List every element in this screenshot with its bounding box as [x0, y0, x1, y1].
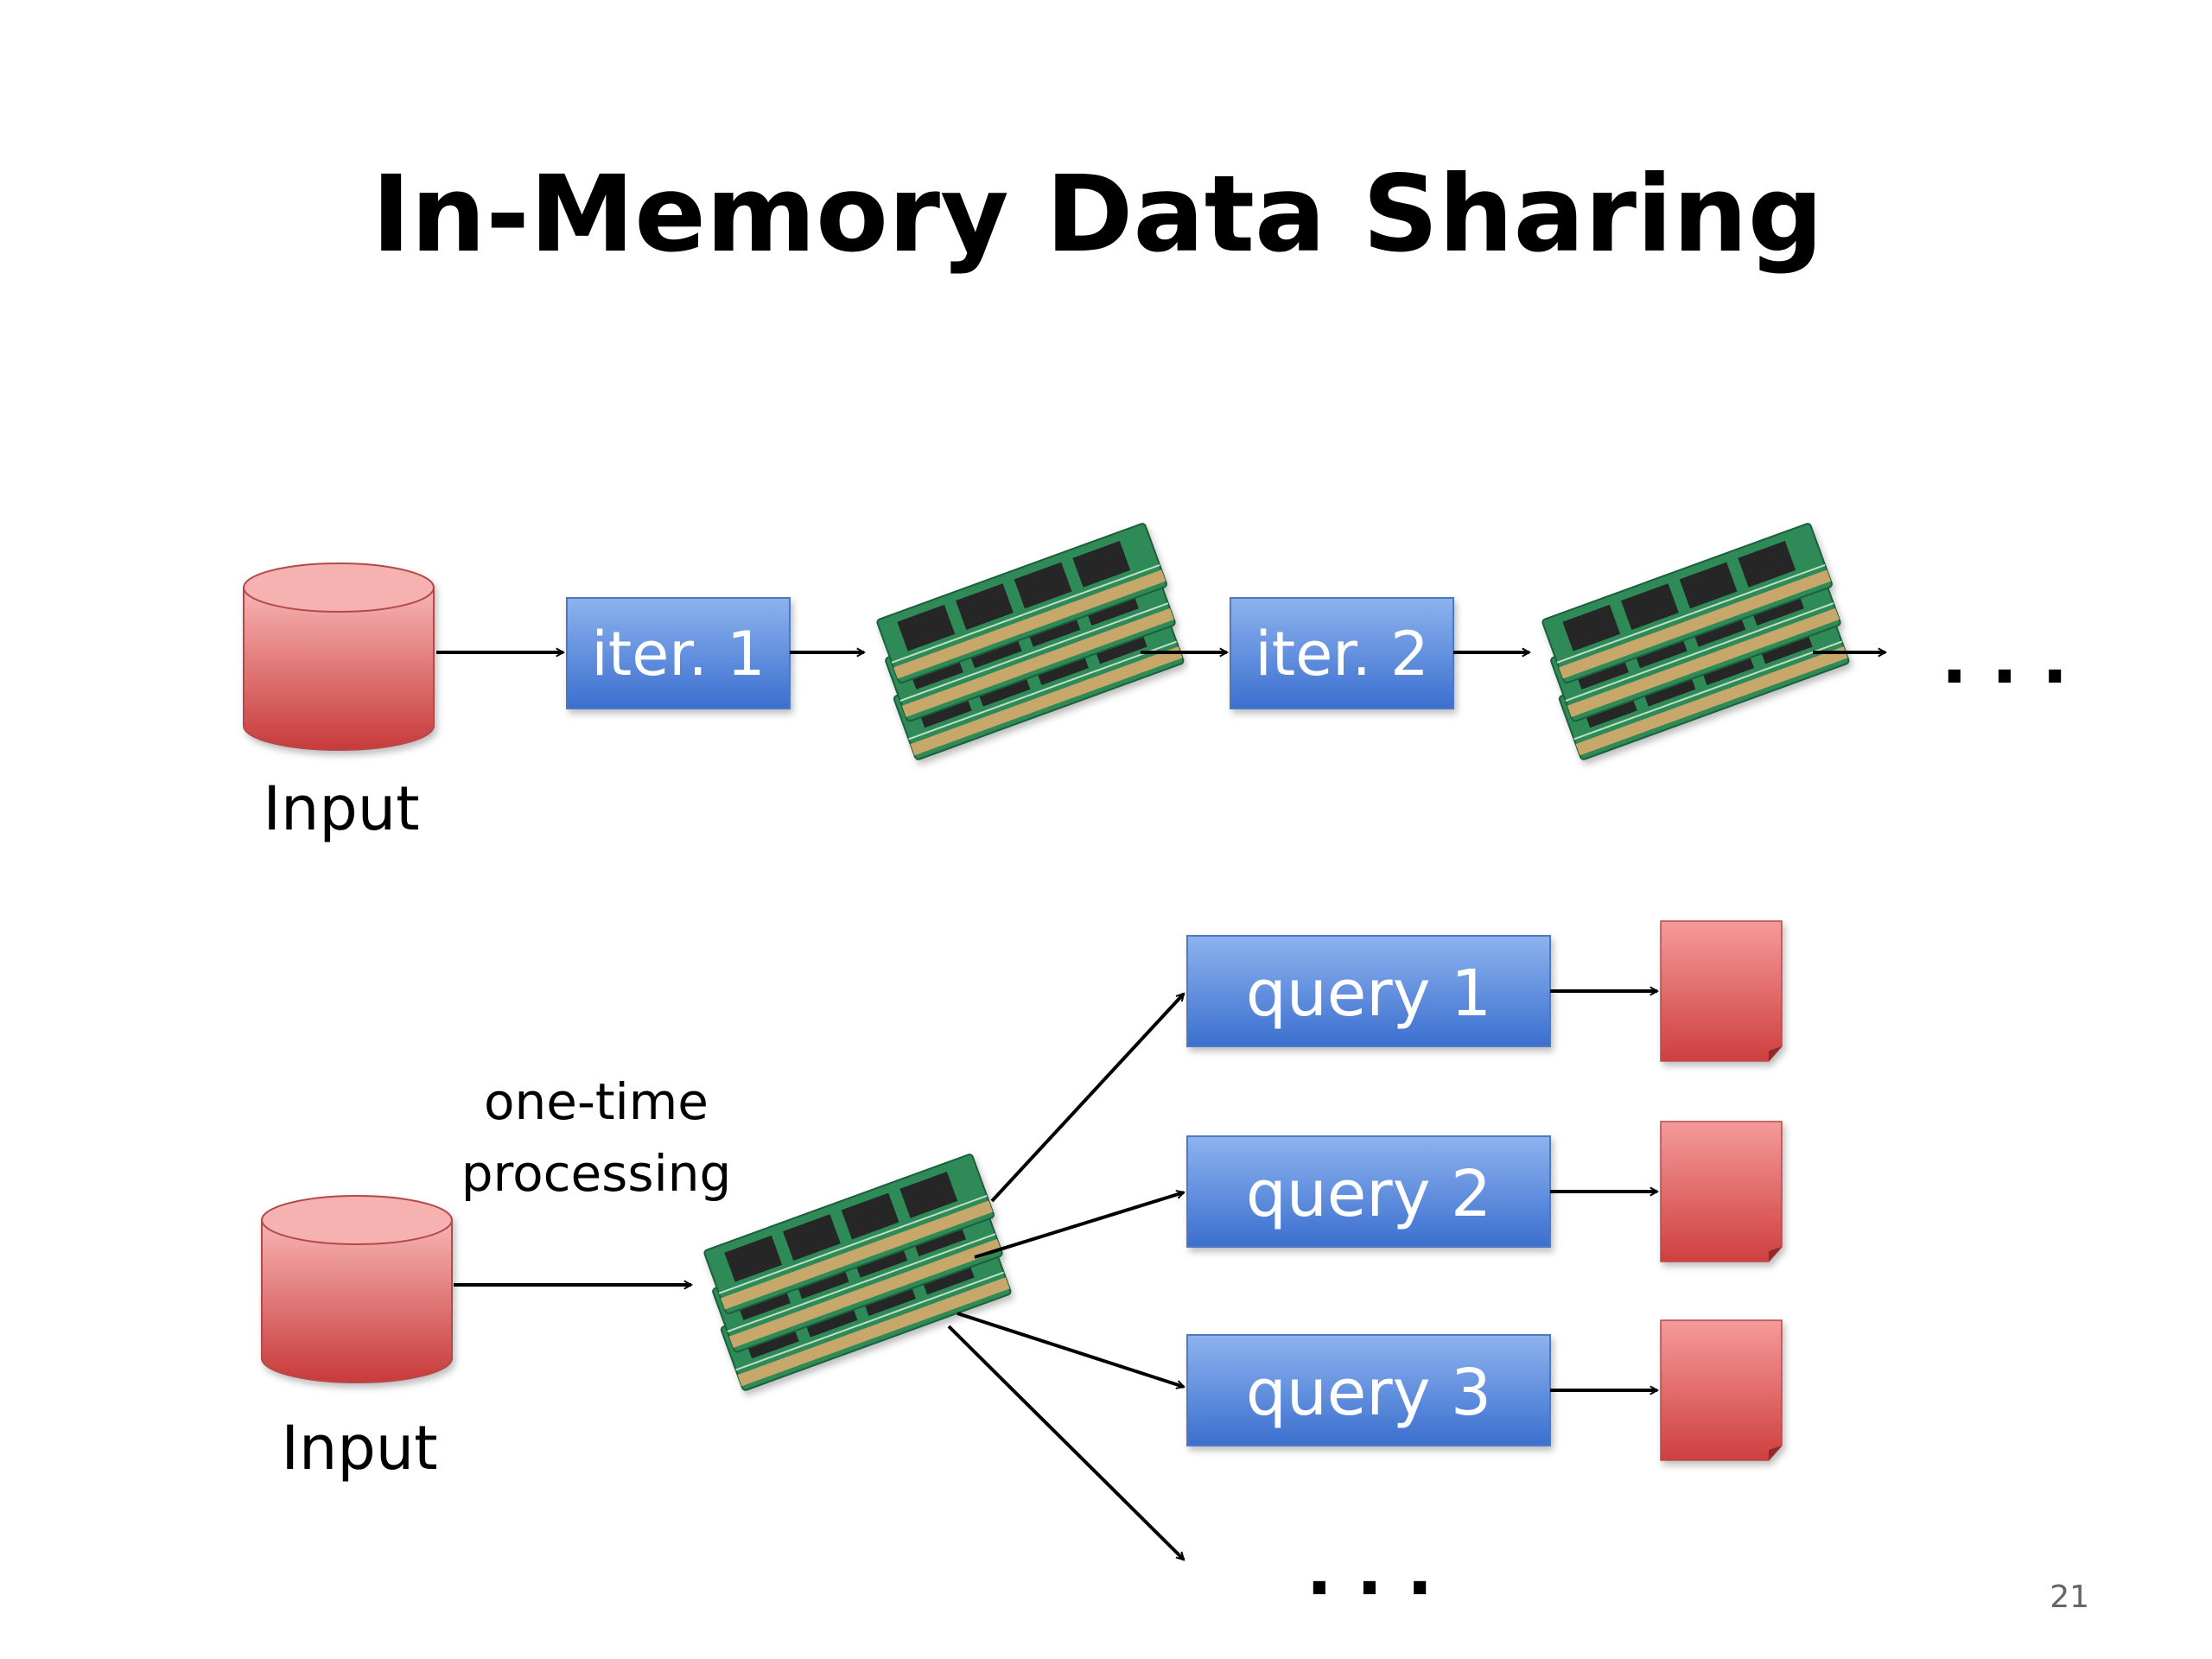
fanout-arrow-query-3 — [957, 1312, 1184, 1387]
bottom-input-label: Input — [281, 1413, 437, 1484]
query-2-result-document-icon — [1660, 1121, 1783, 1262]
iter-2-box — [1230, 597, 1454, 709]
fanout-arrow-query-1 — [990, 994, 1185, 1203]
fanout-arrow-query-2 — [974, 1192, 1184, 1259]
top-step-iter-1: iter. 1 — [566, 597, 791, 709]
fanout-arrow-more — [947, 1325, 1184, 1560]
processing-label-line1: one-time — [484, 1072, 709, 1131]
query-2-box — [1186, 1135, 1551, 1248]
top-step-iter-2: iter. 2 — [1230, 597, 1454, 709]
query-2-step: query 2 — [1186, 1135, 1551, 1248]
query-1-box — [1186, 935, 1551, 1047]
query-3-label: query 3 — [1246, 1356, 1491, 1430]
iter-1-label: iter. 1 — [591, 619, 765, 690]
iter-2-label: iter. 2 — [1255, 619, 1428, 690]
bottom-input-database-icon — [261, 1195, 453, 1383]
bottom-ram-stack-icon — [694, 1154, 1021, 1391]
query-2-label: query 2 — [1246, 1157, 1491, 1231]
top-ram-stack-icon-2 — [1532, 523, 1859, 760]
top-input-label: Input — [263, 773, 419, 844]
top-ram-stack-icon-1 — [867, 523, 1194, 760]
bottom-continuation: . . . — [1306, 1530, 1433, 1611]
query-1-step: query 1 — [1186, 935, 1551, 1047]
query-1-label: query 1 — [1246, 957, 1491, 1031]
query-1-result-document-icon — [1660, 920, 1783, 1062]
slide-title: In-Memory Data Sharing — [372, 153, 1823, 276]
page-number: 21 — [2050, 1580, 2089, 1615]
query-3-step: query 3 — [1186, 1334, 1551, 1446]
iter-1-box — [566, 597, 791, 709]
query-3-result-document-icon — [1660, 1319, 1783, 1461]
top-input-database-icon — [243, 563, 435, 751]
processing-label-line2: processing — [461, 1144, 732, 1203]
top-continuation: . . . — [1942, 619, 2069, 699]
